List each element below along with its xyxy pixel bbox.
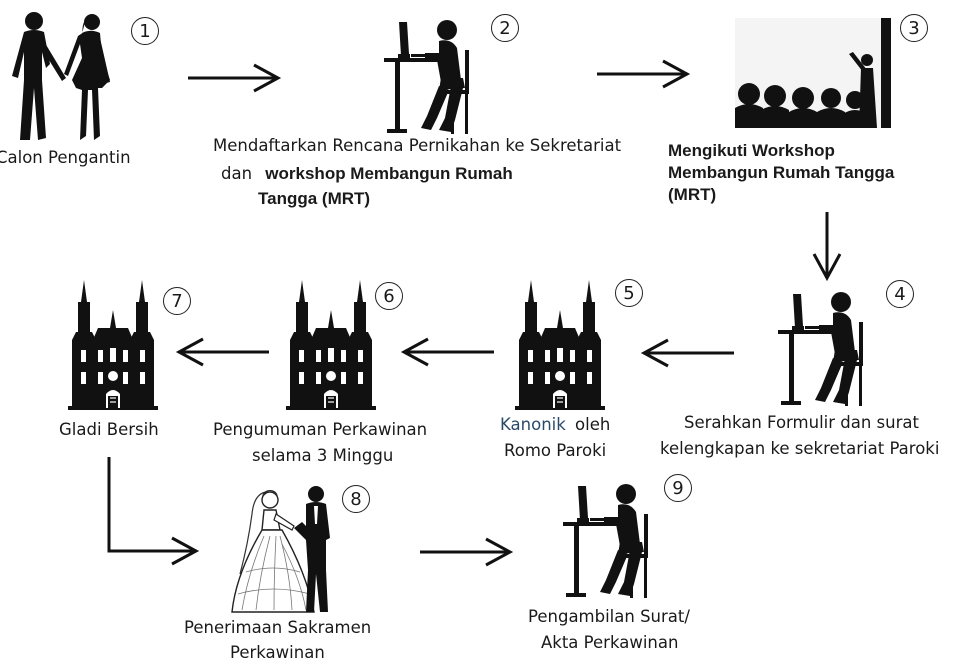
step-label-line3: (MRT): [668, 185, 717, 204]
step-label-line2: kelengkapan ke sekretariat Paroki: [660, 439, 940, 458]
step-label-line1: Pengumuman Perkawinan: [213, 420, 428, 439]
step-label-line1: Mendaftarkan Rencana Pernikahan ke Sekre…: [213, 136, 622, 155]
step-label-bold: workshop Membangun Rumah: [265, 164, 513, 183]
step-number: 6: [375, 282, 403, 310]
step-label-line1: Gladi Bersih: [59, 420, 159, 439]
church-icon: [286, 280, 376, 410]
couple-icon: [12, 12, 110, 140]
step-label-prefix: dan: [221, 164, 253, 183]
arrow-left: [640, 338, 734, 368]
step-label-oleh: oleh: [575, 415, 611, 434]
arrow-right: [597, 59, 691, 89]
computer-user-icon: [560, 480, 655, 600]
step-label-line1: Serahkan Formulir dan surat: [684, 413, 919, 432]
step-label-line1: Penerimaan Sakramen: [184, 618, 372, 637]
step-label-line1: Pengambilan Surat/: [528, 607, 690, 626]
computer-user-icon: [381, 16, 476, 136]
step-number: 7: [163, 287, 191, 315]
step-label-line2: selama 3 Minggu: [252, 446, 394, 465]
step-label-line2: Romo Paroki: [504, 441, 607, 460]
step-label-line1: Kanonik oleh: [500, 413, 610, 437]
arrow-down: [812, 212, 842, 282]
step-number: 5: [615, 279, 643, 307]
step-number: 8: [342, 485, 370, 513]
arrow-right: [420, 537, 514, 567]
step-label-line2: Membangun Rumah Tangga: [668, 163, 895, 182]
church-icon: [68, 280, 158, 410]
step-label-line3: Tangga (MRT): [258, 189, 371, 208]
step-number: 3: [900, 14, 928, 42]
step-label-line2: dan workshop Membangun Rumah: [221, 162, 513, 186]
step-number: 2: [491, 14, 519, 42]
step-label: Calon Pengantin: [0, 148, 131, 167]
audience-presentation-icon: [735, 18, 891, 128]
arrow-turn-right: [107, 457, 200, 566]
bride-groom-icon: [231, 486, 330, 613]
step-number: 9: [664, 474, 692, 502]
computer-user-icon: [775, 288, 870, 408]
arrow-right: [188, 63, 282, 93]
church-icon: [515, 280, 605, 410]
arrow-left: [175, 337, 269, 367]
step-number: 1: [131, 17, 159, 45]
step-label-line1: Mengikuti Workshop: [668, 141, 835, 160]
step-label-line2: Perkawinan: [230, 643, 325, 662]
step-number: 4: [886, 280, 914, 308]
step-label-kanonik: Kanonik: [500, 415, 566, 434]
step-label-line2: Akta Perkawinan: [541, 633, 679, 652]
arrow-left: [400, 337, 494, 367]
